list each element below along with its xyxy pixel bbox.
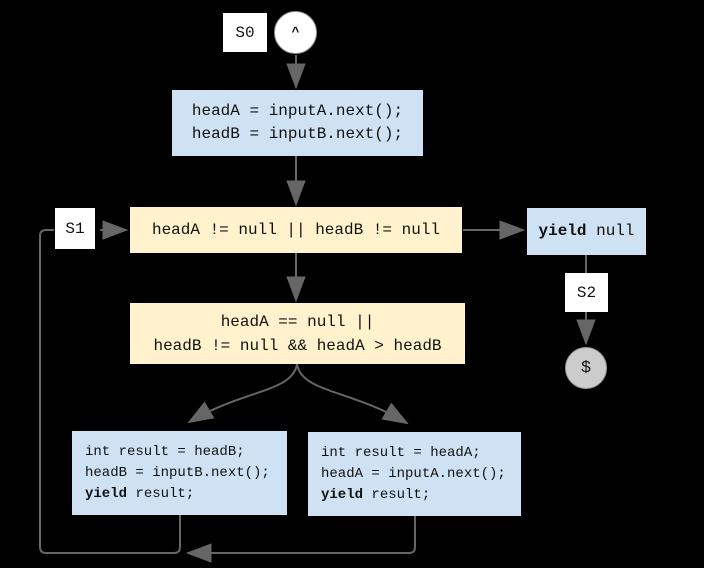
code-line: headA = inputA.next(); (191, 102, 404, 120)
condition-loop-guard: headA != null || headB != null (130, 207, 462, 253)
state-label-s2: S2 (565, 273, 608, 312)
code-line: headA = inputA.next(); (321, 465, 506, 482)
state-label-s0: S0 (223, 13, 267, 52)
end-symbol: $ (580, 358, 592, 378)
edge-branch-a-loop-join (185, 516, 416, 563)
start-symbol: ^ (291, 25, 300, 40)
condition-line: headB != null && headA > headB (153, 336, 442, 355)
yield-keyword: yield (321, 486, 364, 503)
code-line: headB = inputB.next(); (85, 464, 270, 481)
yield-argument: result; (363, 486, 431, 503)
code-line: headB = inputB.next(); (191, 125, 404, 143)
end-node: $ (565, 347, 607, 389)
start-node: ^ (274, 11, 317, 54)
condition-text: headA != null || headB != null (151, 220, 441, 239)
state-label-s0-text: S0 (235, 23, 255, 42)
condition-pick-branch: headA == null || headB != null && headA … (130, 303, 465, 364)
process-init-heads: headA = inputA.next(); headB = inputB.ne… (172, 90, 423, 156)
code-line: yield null (538, 220, 634, 243)
edge-cond2-to-branch-b (187, 363, 298, 424)
state-label-s1-text: S1 (65, 219, 85, 238)
process-emit-head-a: int result = headA; headA = inputA.next(… (308, 432, 521, 516)
code-line: int result = headA; (321, 444, 481, 461)
condition-line: headA == null || (220, 312, 375, 331)
edge-branch-b-loop-to-s1 (39, 229, 181, 554)
state-label-s1: S1 (55, 208, 95, 249)
process-yield-null: yield null (527, 208, 646, 255)
code-line: yield result; (321, 485, 521, 506)
edge-cond2-to-branch-a (296, 363, 409, 425)
yield-keyword: yield (85, 485, 128, 502)
yield-argument: null (586, 222, 635, 240)
yield-argument: result; (127, 485, 195, 502)
process-emit-head-b: int result = headB; headB = inputB.next(… (72, 431, 287, 515)
state-label-s2-text: S2 (576, 283, 597, 302)
code-line: yield result; (85, 484, 287, 505)
yield-keyword: yield (538, 222, 587, 240)
code-line: int result = headB; (85, 443, 245, 460)
